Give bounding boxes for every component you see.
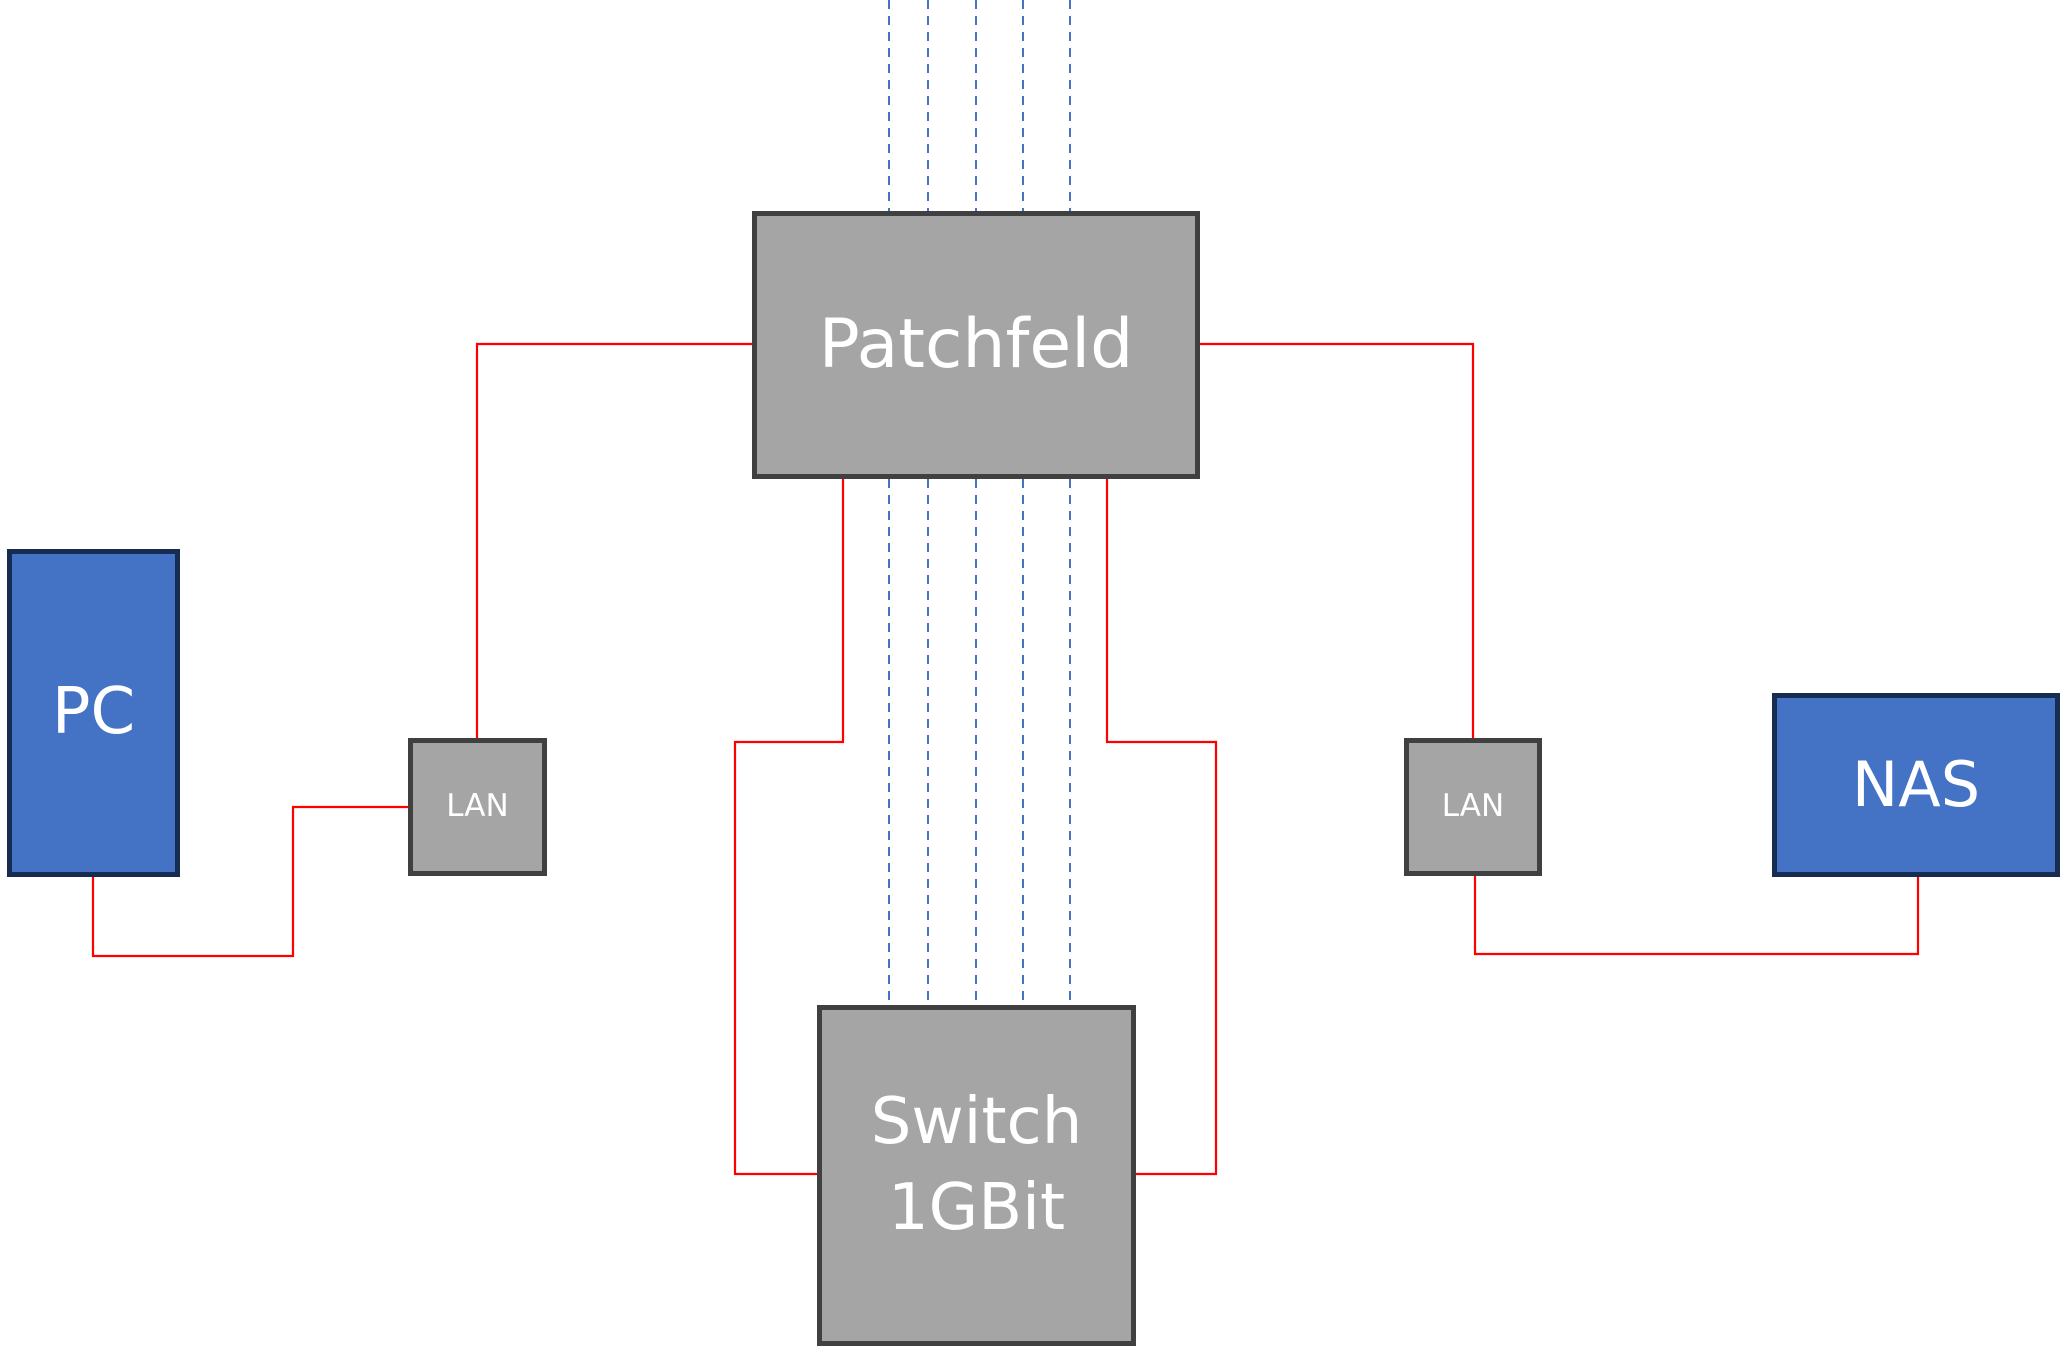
lan-port-right[interactable]: LAN bbox=[1404, 738, 1542, 876]
cable-patchfeld-to-switch-right bbox=[1105, 479, 1218, 1176]
cable-lan-left-to-patchfeld bbox=[475, 342, 752, 738]
switch-node[interactable]: Switch 1GBit bbox=[817, 1005, 1136, 1346]
lan-right-label: LAN bbox=[1441, 788, 1505, 825]
nas-node[interactable]: NAS bbox=[1772, 693, 2060, 877]
cable-lan-right-to-nas bbox=[1473, 876, 1920, 956]
lan-port-left[interactable]: LAN bbox=[408, 738, 547, 876]
switch-label-line1: Switch bbox=[870, 1085, 1083, 1160]
pc-node[interactable]: PC bbox=[7, 549, 180, 877]
dashed-trunk-lines bbox=[888, 0, 1071, 1005]
cable-pc-to-lan-left bbox=[91, 805, 408, 958]
lan-left-label: LAN bbox=[446, 788, 509, 825]
patchfeld-node[interactable]: Patchfeld bbox=[752, 211, 1200, 479]
nas-label: NAS bbox=[1851, 747, 1981, 821]
pc-label: PC bbox=[51, 675, 136, 750]
cable-patchfeld-to-switch-left bbox=[733, 479, 845, 1176]
switch-label-line2: 1GBit bbox=[887, 1170, 1066, 1245]
cable-patchfeld-to-lan-right bbox=[1200, 342, 1475, 738]
patchfeld-label: Patchfeld bbox=[818, 304, 1134, 384]
